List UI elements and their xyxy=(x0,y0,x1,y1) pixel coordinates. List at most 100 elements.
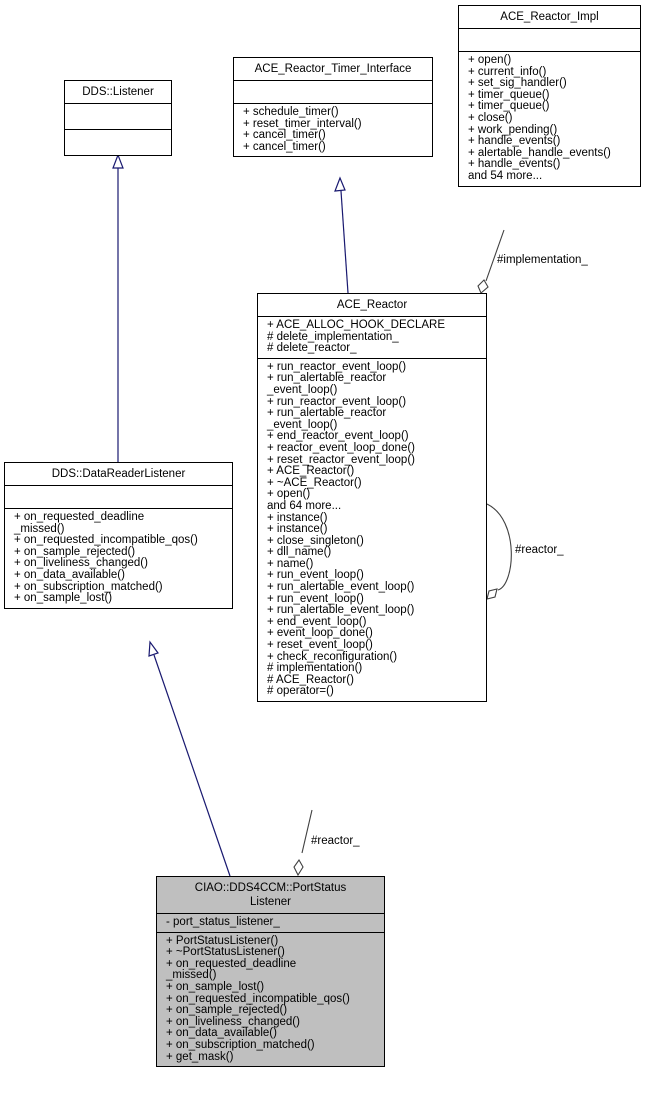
member-item[interactable]: + handle_events() xyxy=(468,158,561,171)
class-title: ACE_Reactor_Timer_Interface xyxy=(234,58,432,81)
member-item[interactable]: _missed() xyxy=(14,522,65,535)
member-item[interactable]: # ACE_Reactor() xyxy=(267,673,354,686)
member-item[interactable]: + set_sig_handler() xyxy=(468,77,567,90)
class-ace-reactor-impl[interactable]: ACE_Reactor_Impl + open()+ current_info(… xyxy=(458,5,641,187)
member-item[interactable]: _event_loop() xyxy=(267,383,338,396)
member-item[interactable]: + handle_events() xyxy=(468,135,561,148)
member-item[interactable]: + work_pending() xyxy=(468,123,558,136)
member-item[interactable]: + end_reactor_event_loop() xyxy=(267,430,409,443)
aggregation-diamond-icon xyxy=(477,279,489,294)
member-item[interactable]: + run_alertable_event_loop() xyxy=(267,604,415,617)
inheritance-edge-portstatus-datareaderlistener xyxy=(153,654,231,877)
attributes-section: - port_status_listener_ xyxy=(157,914,384,933)
methods-section: + open()+ current_info()+ set_sig_handle… xyxy=(459,52,640,186)
attributes-section xyxy=(65,104,171,130)
member-item[interactable]: + on_data_available() xyxy=(14,568,125,581)
methods-section: + schedule_timer()+ reset_timer_interval… xyxy=(234,104,432,156)
class-dds-listener[interactable]: DDS::Listener xyxy=(64,80,172,156)
member-item[interactable]: + on_requested_deadline xyxy=(166,957,297,970)
methods-section: + on_requested_deadline_missed()+ on_req… xyxy=(5,509,232,608)
class-dds-datareaderlistener[interactable]: DDS::DataReaderListener + on_requested_d… xyxy=(4,462,233,609)
edge-label-reactor-self: #reactor_ xyxy=(515,544,564,556)
member-item[interactable]: - port_status_listener_ xyxy=(166,916,280,928)
member-item[interactable]: + instance() xyxy=(267,511,328,524)
member-item[interactable]: + run_event_loop() xyxy=(267,592,364,605)
member-item[interactable]: + on_subscription_matched() xyxy=(14,580,163,593)
class-title: DDS::Listener xyxy=(65,81,171,104)
member-item[interactable]: + on_requested_incompatible_qos() xyxy=(14,534,198,547)
member-item[interactable]: + instance() xyxy=(267,523,328,536)
member-item[interactable]: + on_sample_lost() xyxy=(14,592,113,605)
member-item[interactable]: + PortStatusListener() xyxy=(166,934,279,947)
member-item[interactable]: + on_liveliness_changed() xyxy=(14,557,148,570)
class-portstatuslistener[interactable]: CIAO::DDS4CCM::PortStatus Listener - por… xyxy=(156,876,385,1068)
member-item[interactable]: + dll_name() xyxy=(267,546,332,559)
member-item[interactable]: + run_reactor_event_loop() xyxy=(267,360,407,373)
member-item[interactable]: + close_singleton() xyxy=(267,534,364,547)
association-edge-implementation xyxy=(485,229,505,282)
member-item[interactable]: # operator=() xyxy=(267,685,334,698)
more-members-link[interactable]: and 64 more... xyxy=(267,499,342,512)
aggregation-diamond-icon xyxy=(293,858,304,877)
member-item[interactable]: + run_event_loop() xyxy=(267,569,364,582)
member-item[interactable]: + on_sample_rejected() xyxy=(14,545,136,558)
member-item[interactable]: + schedule_timer() xyxy=(243,106,339,118)
member-item[interactable]: + on_sample_lost() xyxy=(166,980,265,993)
methods-section: + run_reactor_event_loop()+ run_alertabl… xyxy=(258,359,486,701)
member-item[interactable]: # delete_reactor_ xyxy=(267,342,357,355)
class-title: ACE_Reactor_Impl xyxy=(459,6,640,29)
member-item[interactable]: + ~PortStatusListener() xyxy=(166,946,285,959)
member-item[interactable]: + on_liveliness_changed() xyxy=(166,1015,300,1028)
edge-label-implementation: #implementation_ xyxy=(497,254,588,266)
class-ace-reactor-timer-interface[interactable]: ACE_Reactor_Timer_Interface + schedule_t… xyxy=(233,57,433,158)
methods-section xyxy=(65,130,171,155)
member-item[interactable]: _missed() xyxy=(166,969,217,982)
member-item[interactable]: + ~ACE_Reactor() xyxy=(267,476,362,489)
member-item[interactable]: + on_requested_deadline xyxy=(14,511,145,523)
member-item[interactable]: + reset_timer_interval() xyxy=(243,117,362,130)
member-item[interactable]: + run_alertable_reactor xyxy=(267,407,387,420)
member-item[interactable]: + on_data_available() xyxy=(166,1027,277,1040)
member-item[interactable]: + reset_reactor_event_loop() xyxy=(267,453,415,466)
inheritance-arrow-icon xyxy=(148,640,159,657)
attributes-section xyxy=(234,81,432,104)
member-item[interactable]: + timer_queue() xyxy=(468,88,550,101)
member-item[interactable]: + end_event_loop() xyxy=(267,615,367,628)
member-item[interactable]: + run_alertable_reactor xyxy=(267,372,387,385)
aggregation-diamond-icon xyxy=(486,588,498,600)
member-item[interactable]: + on_subscription_matched() xyxy=(166,1038,315,1051)
member-item[interactable]: + run_alertable_event_loop() xyxy=(267,581,415,594)
member-item[interactable]: + timer_queue() xyxy=(468,100,550,113)
member-item[interactable]: + alertable_handle_events() xyxy=(468,146,611,159)
attributes-section xyxy=(5,486,232,509)
member-item[interactable]: _event_loop() xyxy=(267,418,338,431)
member-item[interactable]: + name() xyxy=(267,557,314,570)
inheritance-arrow-icon xyxy=(334,176,346,192)
edge-label-reactor-assoc: #reactor_ xyxy=(311,835,360,847)
member-item[interactable]: + on_sample_rejected() xyxy=(166,1004,288,1017)
member-item[interactable]: + open() xyxy=(468,54,512,66)
member-item[interactable]: + ACE_Reactor() xyxy=(267,465,355,478)
member-item[interactable]: + on_requested_incompatible_qos() xyxy=(166,992,350,1005)
member-item[interactable]: + run_reactor_event_loop() xyxy=(267,395,407,408)
member-item[interactable]: + get_mask() xyxy=(166,1050,234,1063)
inheritance-arrow-icon xyxy=(112,153,124,169)
member-item[interactable]: # implementation() xyxy=(267,662,363,675)
class-title: CIAO::DDS4CCM::PortStatus Listener xyxy=(157,877,384,914)
member-item[interactable]: + close() xyxy=(468,111,513,124)
member-item[interactable]: + cancel_timer() xyxy=(243,129,326,142)
association-edge-reactor-self xyxy=(486,503,512,591)
more-members-link[interactable]: and 54 more... xyxy=(468,169,543,182)
member-item[interactable]: + current_info() xyxy=(468,65,547,78)
member-item[interactable]: + reset_event_loop() xyxy=(267,639,373,652)
class-ace-reactor[interactable]: ACE_Reactor + ACE_ALLOC_HOOK_DECLARE# de… xyxy=(257,293,487,702)
member-item[interactable]: + reactor_event_loop_done() xyxy=(267,441,416,454)
member-item[interactable]: + ACE_ALLOC_HOOK_DECLARE xyxy=(267,319,446,331)
member-item[interactable]: + check_reconfiguration() xyxy=(267,650,398,663)
member-item[interactable]: # delete_implementation_ xyxy=(267,330,399,343)
member-item[interactable]: + event_loop_done() xyxy=(267,627,373,640)
attributes-section: + ACE_ALLOC_HOOK_DECLARE# delete_impleme… xyxy=(258,317,486,359)
member-item[interactable]: + open() xyxy=(267,488,311,501)
member-item[interactable]: + cancel_timer() xyxy=(243,140,326,153)
